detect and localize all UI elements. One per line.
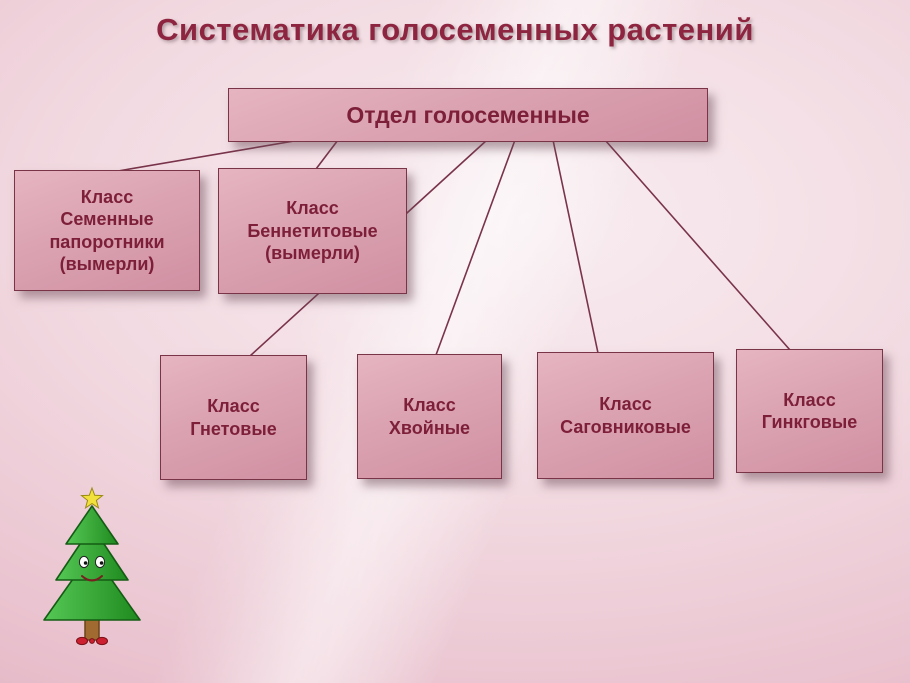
node-division-gymnosperms: Отдел голосеменные <box>228 88 708 142</box>
tree-face <box>78 555 106 582</box>
tree-trunk <box>84 617 100 641</box>
tree-red-bow <box>76 636 108 646</box>
connector-line <box>552 139 599 354</box>
node-ginkgo-class: Класс Гинкговые <box>736 349 883 473</box>
node-gnetophytes-class: Класс Гнетовые <box>160 355 307 480</box>
connector-line <box>315 139 339 170</box>
christmas-tree-illustration <box>43 486 141 646</box>
node-seed-ferns-class: Класс Семенные папоротники (вымерли) <box>14 170 200 291</box>
node-conifers-class: Класс Хвойные <box>357 354 502 479</box>
connector-line <box>604 139 791 351</box>
connector-line <box>435 139 516 356</box>
node-bennettitales-class: Класс Беннетитовые (вымерли) <box>218 168 407 294</box>
slide-title: Систематика голосеменных растений <box>156 12 754 47</box>
tree-foliage <box>43 505 141 621</box>
node-cycads-class: Класс Саговниковые <box>537 352 714 479</box>
star-icon <box>80 486 104 510</box>
connector-line <box>117 139 301 172</box>
